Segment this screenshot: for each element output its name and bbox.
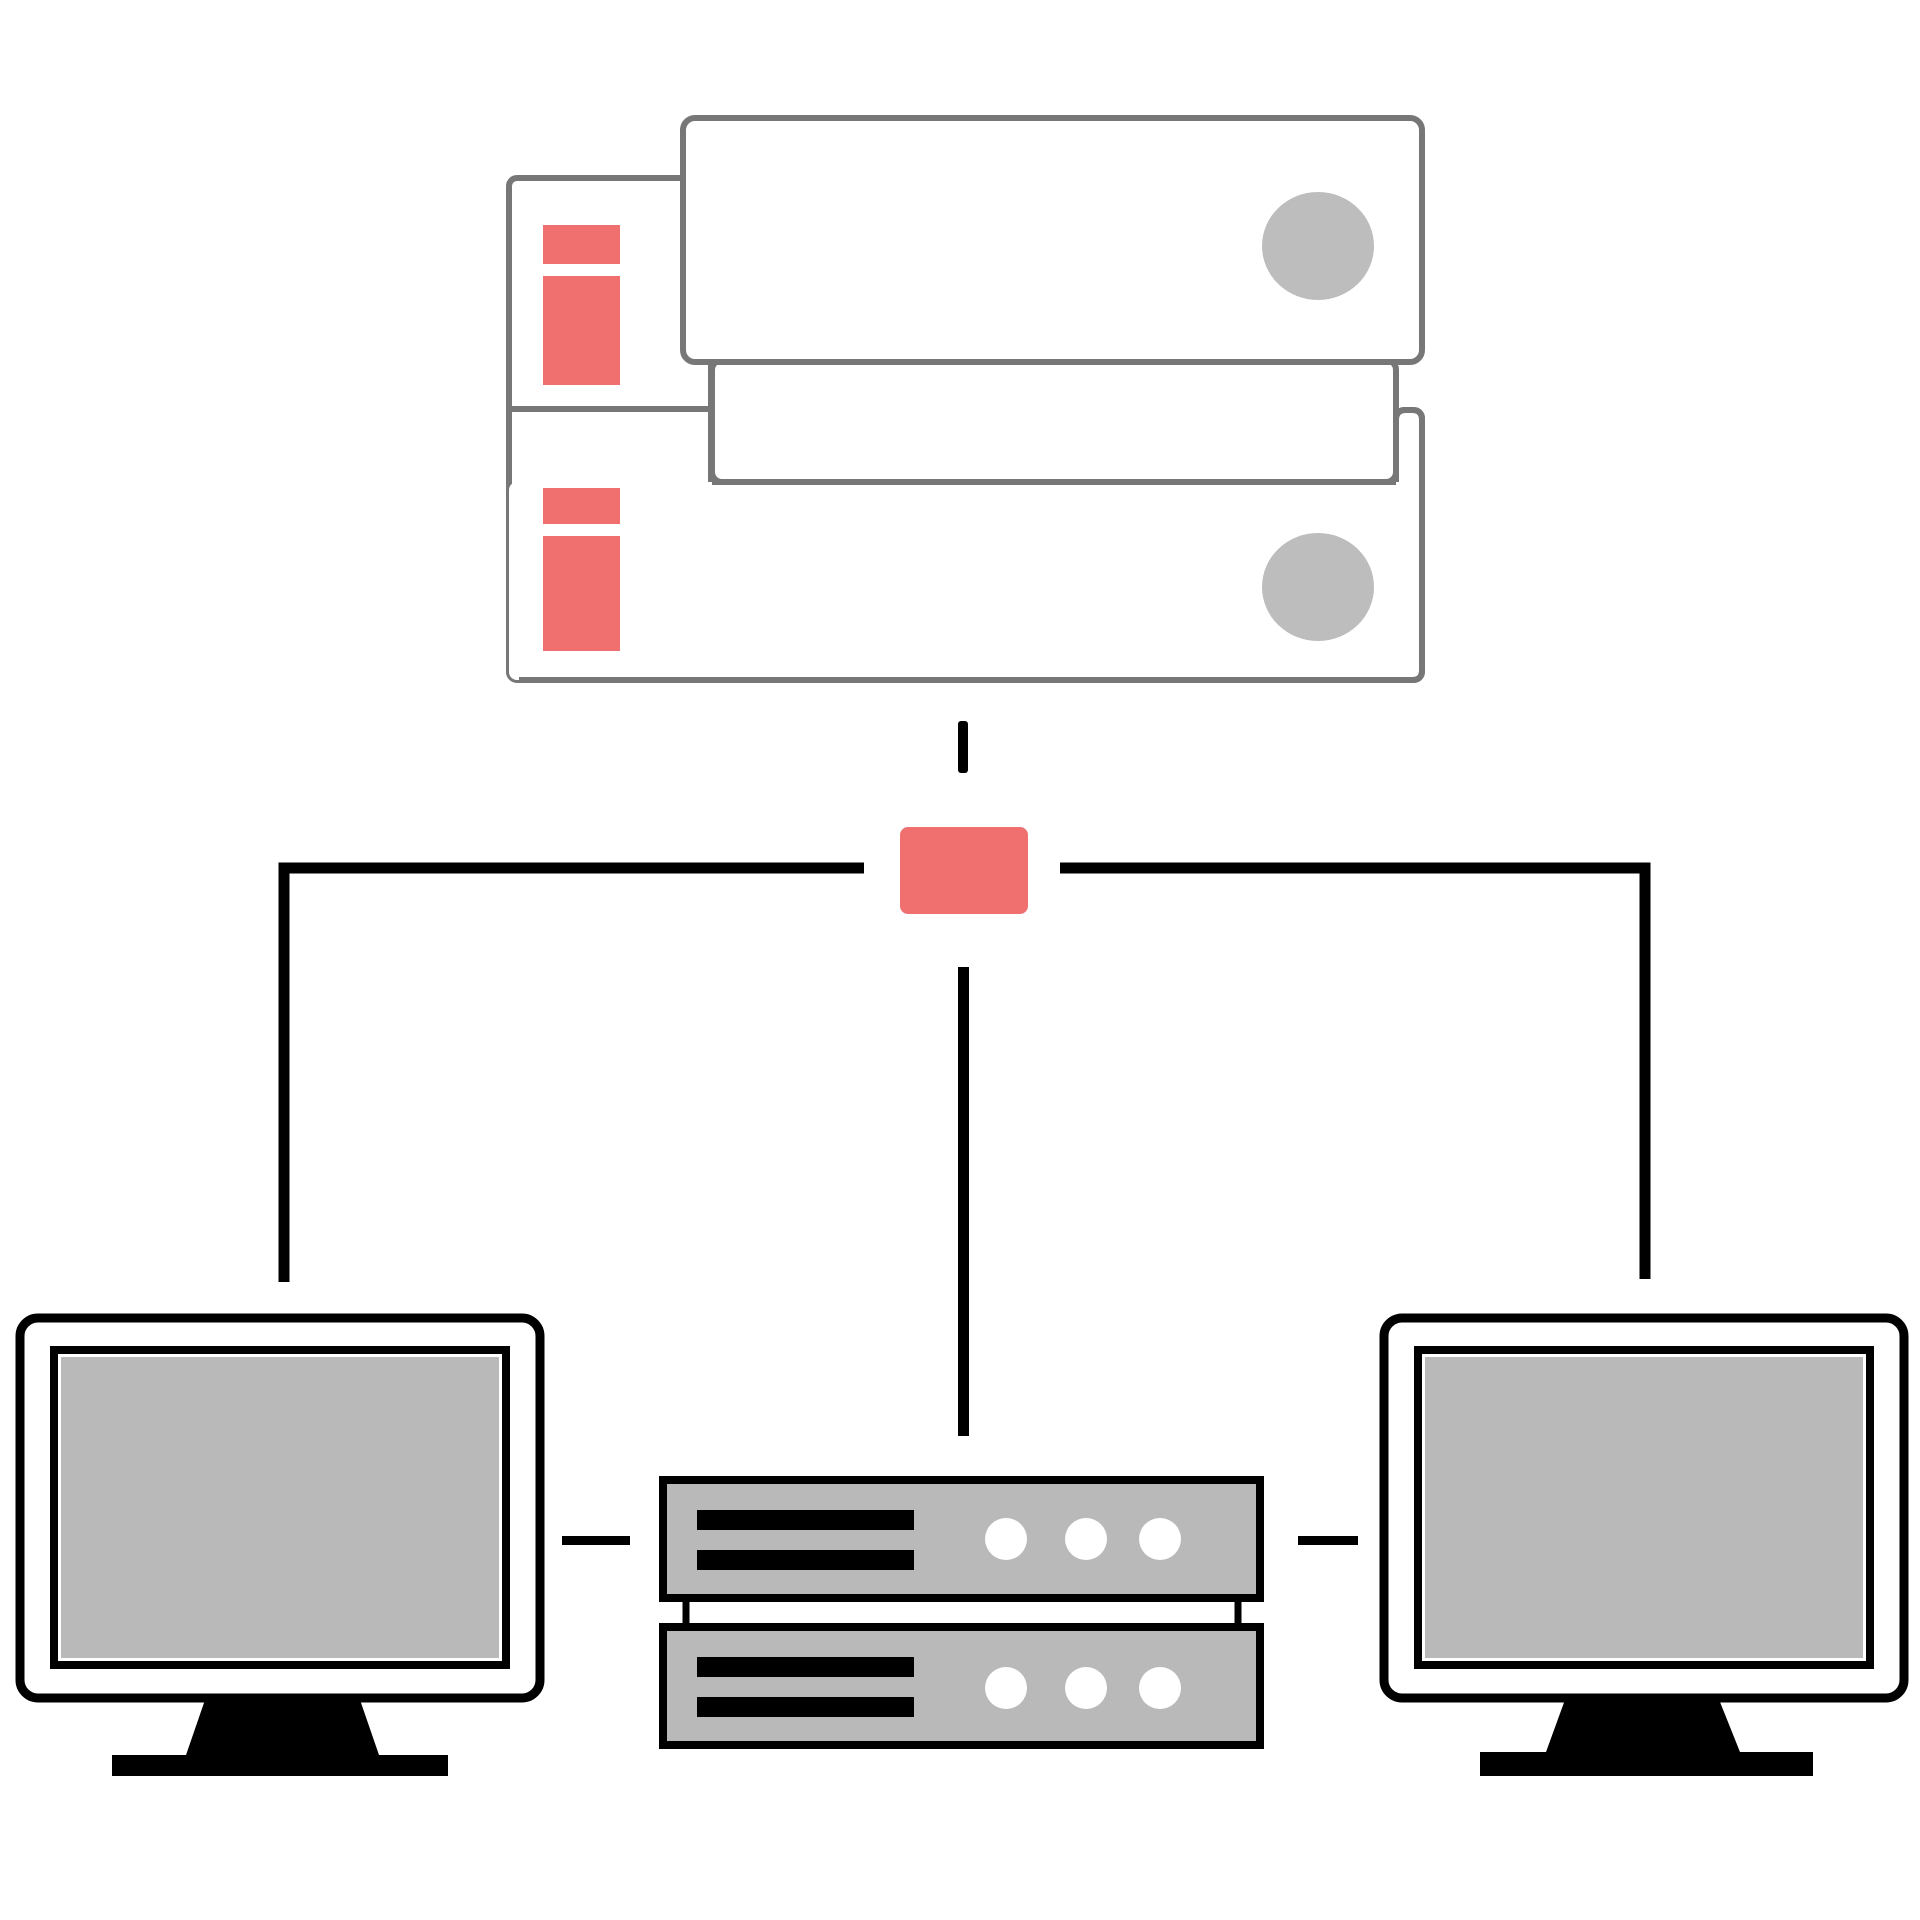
storage-details	[543, 192, 1374, 651]
rack-upper-indicator-3	[1139, 1518, 1181, 1560]
monitor-left-stand	[112, 1697, 448, 1776]
storage-upper-disk-icon	[1262, 192, 1374, 300]
rack-lower-indicator-2	[1065, 1667, 1107, 1709]
switch-rack-link	[958, 967, 969, 1436]
storage-lower-led-short	[543, 488, 620, 524]
rack-right-monitor-link	[1298, 1536, 1358, 1545]
storage-switch-link	[958, 721, 968, 773]
rack-upper-slot-1	[697, 1510, 914, 1530]
switch-left-monitor-link	[278, 862, 864, 1282]
rack-upper-indicator-2	[1065, 1518, 1107, 1560]
storage-upper-unit	[680, 115, 1425, 365]
storage-lower-led-long	[543, 536, 620, 651]
connections	[278, 721, 1651, 1545]
monitor-left	[15, 1313, 545, 1776]
rack-lower-unit	[659, 1623, 1264, 1749]
monitor-right-screen	[1425, 1357, 1863, 1658]
rack-upper-indicator-1	[985, 1518, 1027, 1560]
rack-lower-indicator-1	[985, 1667, 1027, 1709]
left-monitor-rack-link	[562, 1536, 630, 1545]
storage-upper-led-long	[543, 276, 620, 385]
rack-lower-slot-1	[697, 1657, 914, 1677]
rack-server-icon	[659, 1476, 1264, 1749]
storage-middle-slab	[709, 357, 1399, 485]
monitor-right-stand	[1480, 1697, 1813, 1776]
monitor-right	[1379, 1313, 1909, 1776]
storage-lower-front	[509, 482, 1422, 680]
switch-right-monitor-link	[1060, 862, 1651, 1279]
storage-upper-led-short	[543, 225, 620, 264]
switch-icon	[900, 827, 1028, 914]
storage-lower-disk-icon	[1262, 533, 1374, 641]
rack-lower-slot-2	[697, 1697, 914, 1717]
rack-upper-slot-2	[697, 1550, 914, 1570]
monitor-left-screen	[61, 1357, 499, 1658]
storage-lower-outline	[519, 407, 1425, 683]
rack-lower-indicator-3	[1139, 1667, 1181, 1709]
